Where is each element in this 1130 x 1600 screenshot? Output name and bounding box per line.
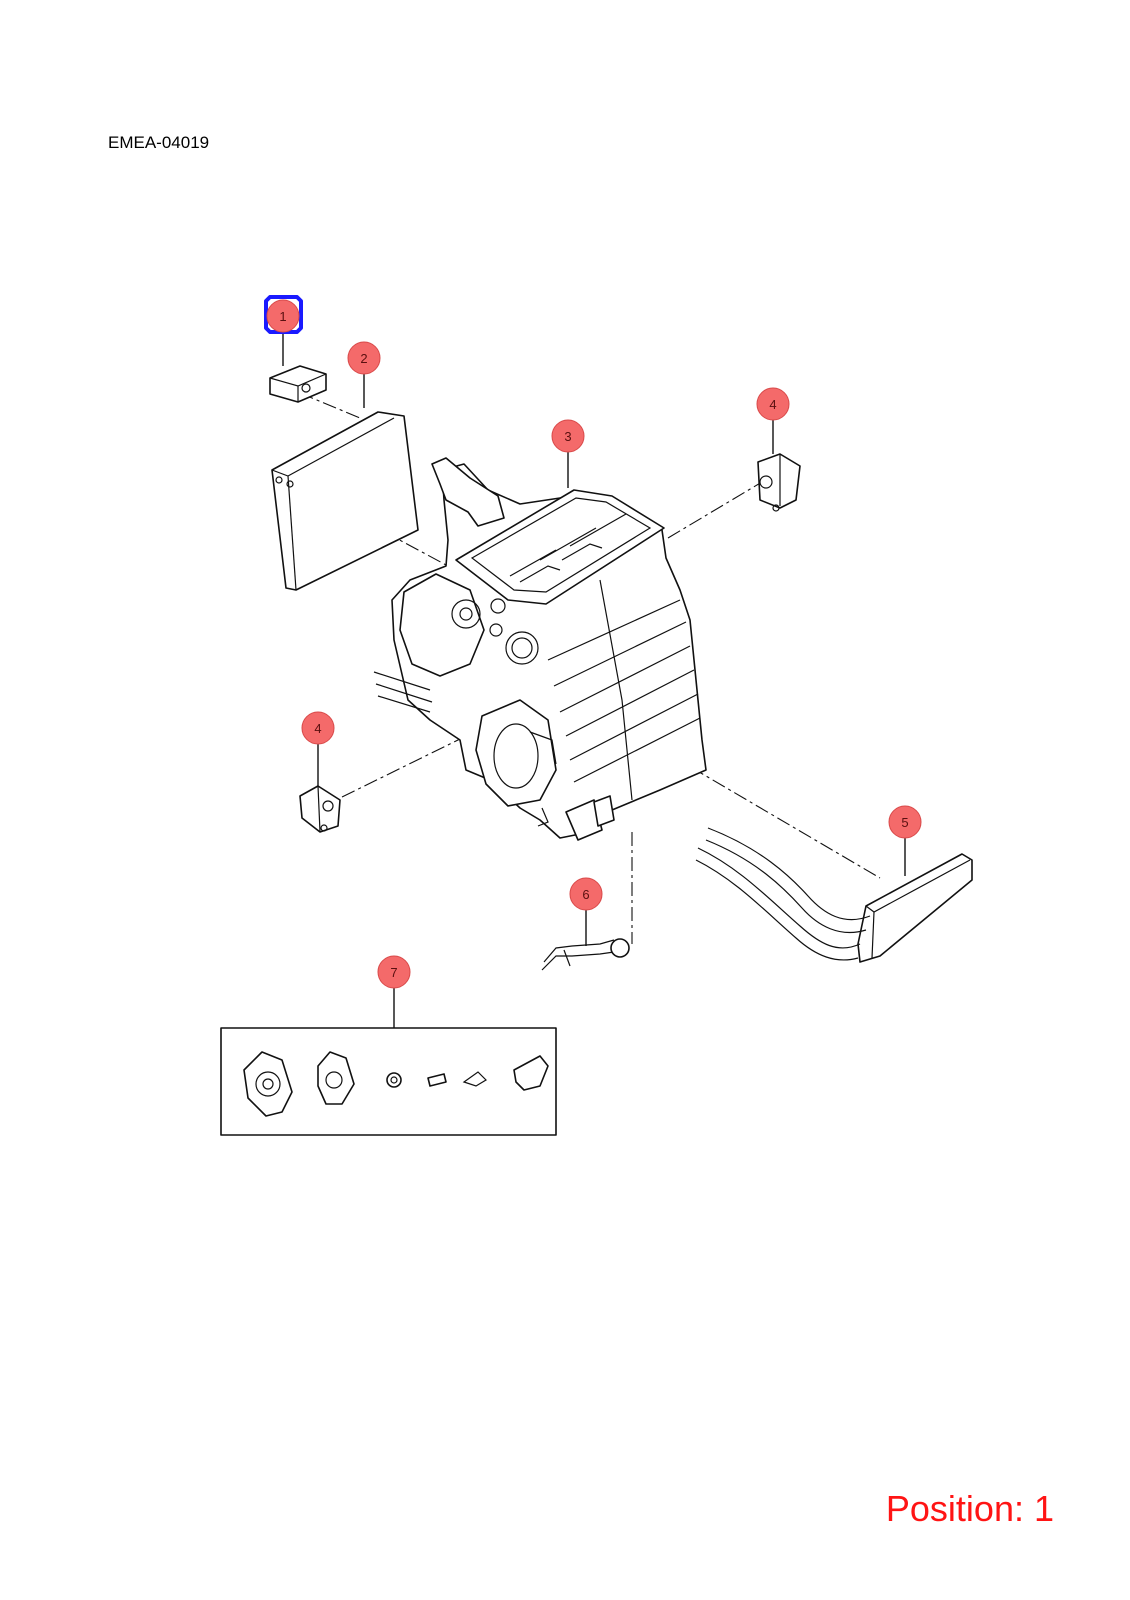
callout-5-label: 5 [901, 815, 908, 830]
callout-1-label: 1 [279, 309, 286, 324]
callout-6-label: 6 [582, 887, 589, 902]
selected-callout-outline [264, 295, 303, 334]
callout-2[interactable]: 2 [347, 341, 381, 375]
callout-4-lower[interactable]: 4 [301, 711, 335, 745]
part-3-hvac-housing[interactable] [373, 457, 707, 841]
part-4-actuator-upper[interactable] [757, 453, 801, 512]
part-1-resistor[interactable] [269, 365, 327, 403]
callout-3[interactable]: 3 [551, 419, 585, 453]
part-2-evaporator-core[interactable] [271, 411, 419, 591]
part-6-drain-hose[interactable] [541, 938, 630, 971]
document-code: EMEA-04019 [108, 133, 210, 152]
callout-1[interactable]: 1 [266, 299, 300, 333]
part-7-repair-kit[interactable] [220, 1027, 557, 1136]
part-4-actuator-lower[interactable] [299, 785, 341, 833]
callout-2-label: 2 [360, 351, 367, 366]
callout-4-upper[interactable]: 4 [756, 387, 790, 421]
callout-5[interactable]: 5 [888, 805, 922, 839]
callout-4-upper-label: 4 [769, 397, 776, 412]
callout-7-label: 7 [390, 965, 397, 980]
callout-3-label: 3 [564, 429, 571, 444]
callout-7[interactable]: 7 [377, 955, 411, 989]
position-indicator: Position: 1 [885, 1488, 1054, 1529]
leader-lines [282, 330, 906, 1028]
part-5-heater-core[interactable] [695, 827, 973, 963]
callout-6[interactable]: 6 [569, 877, 603, 911]
callout-4-lower-label: 4 [314, 721, 321, 736]
